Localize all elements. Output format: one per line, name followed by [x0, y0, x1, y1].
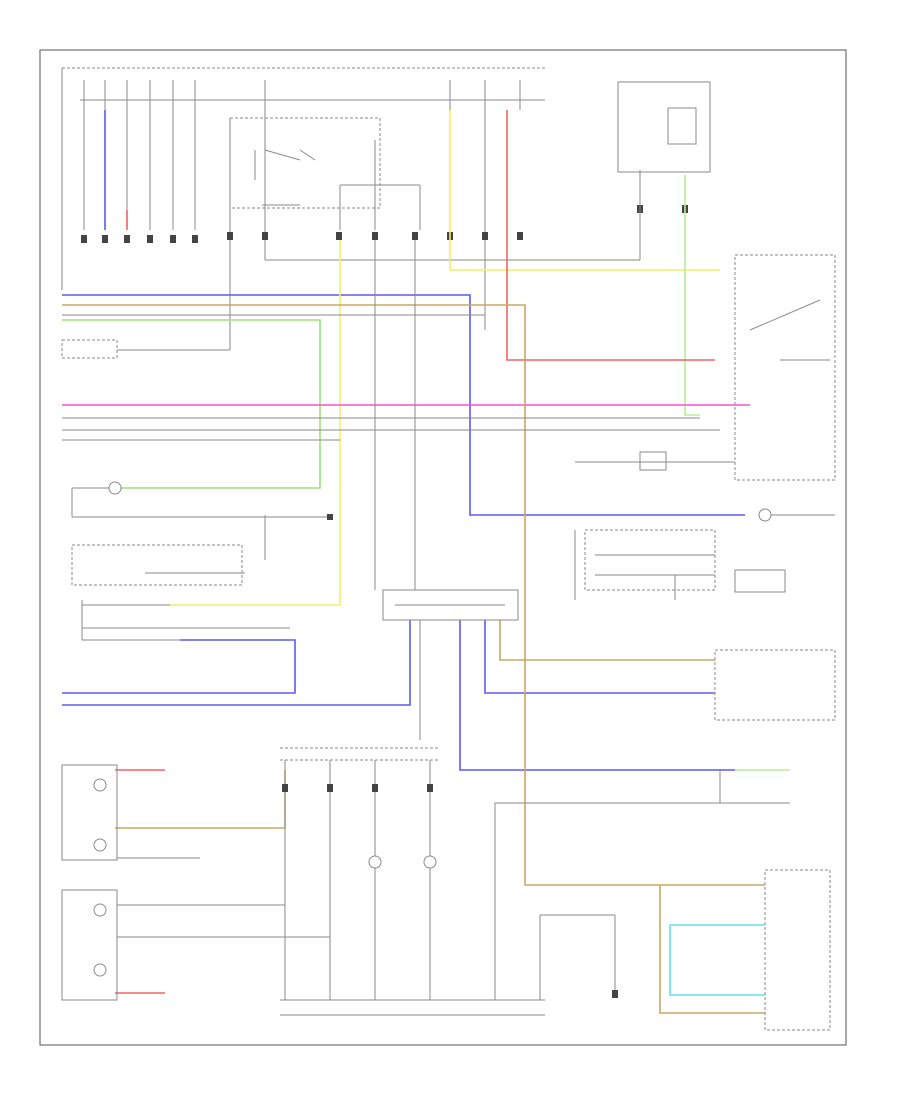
- fuse-terminals: [83, 80, 521, 350]
- colored-wires: [62, 110, 790, 1014]
- wire-brown-bottom-right: [659, 885, 765, 1014]
- wire-yellow-top: [449, 110, 720, 271]
- wire-cyan: [669, 924, 765, 996]
- wire-gray-1: [62, 314, 486, 330]
- wire-green-left: [62, 319, 321, 489]
- right-middle-section: [574, 254, 836, 721]
- lamp-bottom-center-2: [423, 855, 437, 869]
- module-top-right: [265, 81, 711, 261]
- wire-blue-low: [459, 620, 735, 771]
- bottom-section: [61, 759, 831, 1031]
- lamp-right-upper: [758, 508, 772, 522]
- switch-box-top: [229, 117, 421, 230]
- wire-red-top: [506, 110, 715, 361]
- diagram-frame: [39, 49, 847, 1046]
- bottom-right-module: [764, 869, 831, 1031]
- top-fuse-block: [61, 67, 711, 350]
- wire-light-green-vertical: [684, 175, 700, 416]
- lamp-bottom-left-2: [93, 838, 107, 852]
- lamp-bottom-center-1: [368, 855, 382, 869]
- wire-brown-bottom-left: [115, 770, 286, 829]
- wire-blue-center: [62, 620, 411, 706]
- connector-row-top: [81, 205, 688, 243]
- lamp-left-upper: [108, 481, 122, 495]
- right-switch-box: [734, 254, 836, 481]
- wire-yellow-left: [170, 240, 341, 606]
- wire-blue-left: [62, 639, 296, 694]
- center-module-box: [382, 589, 519, 621]
- wire-brown-right-box: [499, 620, 715, 661]
- lamp-bottom-left-1: [93, 778, 107, 792]
- right-lamp-box: [714, 649, 836, 721]
- lamp-bottom-left-4: [93, 963, 107, 977]
- wire-blue-right: [484, 620, 715, 694]
- wire-brown-main: [62, 304, 765, 886]
- center-junction: [280, 240, 519, 749]
- left-middle-section: [61, 339, 333, 641]
- lamp-bottom-left-3: [93, 903, 107, 917]
